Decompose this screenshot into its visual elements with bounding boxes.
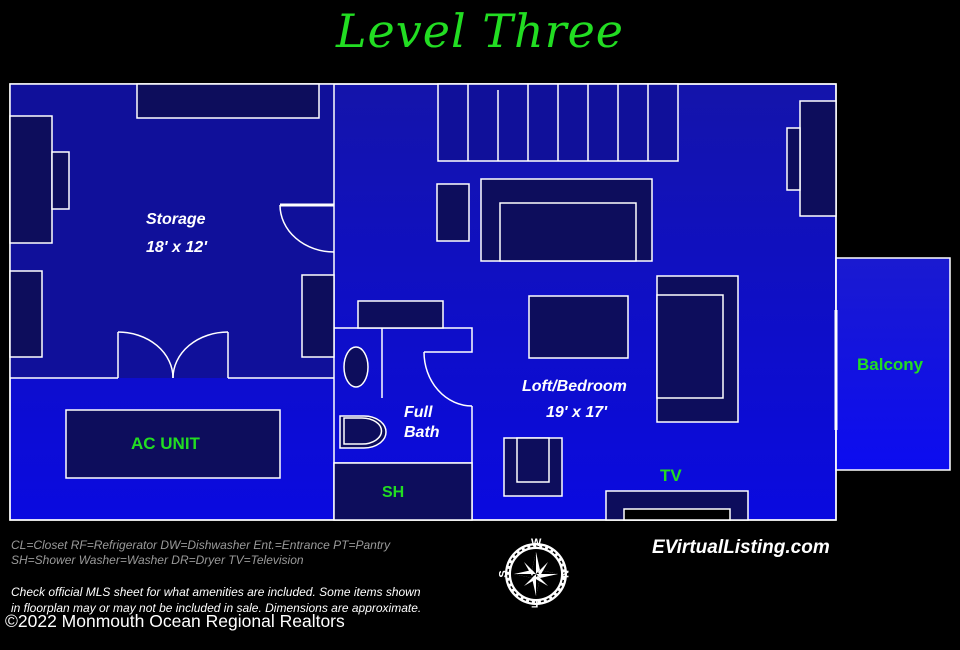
sink <box>343 346 369 388</box>
balcony-area <box>835 257 951 471</box>
balcony-label: Balcony <box>857 355 924 374</box>
bath-fixtures <box>339 346 387 449</box>
ac-unit-box <box>65 409 281 479</box>
side-table <box>436 183 470 242</box>
tv-screen <box>623 508 731 521</box>
abbreviation-legend: CL=Closet RF=Refrigerator DW=Dishwasher … <box>11 538 390 568</box>
room-name-storage: Storage <box>146 211 206 228</box>
armchair-inner <box>516 437 550 483</box>
sofa-inner <box>499 202 637 262</box>
compass-rose <box>505 543 567 605</box>
window-seat <box>437 83 679 162</box>
furniture <box>9 83 837 521</box>
page-title: Level Three <box>335 4 625 58</box>
disclaimer-line-1: Check official MLS sheet for what amenit… <box>11 585 421 599</box>
compass-north-label: W <box>531 537 542 549</box>
door-swings <box>117 204 473 407</box>
storage-cabinet-right <box>301 274 335 358</box>
ac-unit-label: AC UNIT <box>131 434 200 453</box>
copyright-text: ©2022 Monmouth Ocean Regional Realtors <box>5 611 345 631</box>
storage-cabinet-small <box>51 151 70 210</box>
disclaimer-line-2: in floorplan may or may not be included … <box>11 601 422 615</box>
room-name-bath-line1: Full <box>404 404 433 421</box>
compass-west-label: S <box>497 570 510 578</box>
toilet <box>339 415 387 449</box>
room-name-bath-line2: Bath <box>404 424 440 441</box>
compass-south-label: E <box>531 597 539 609</box>
room-dims-storage: 18' x 12' <box>146 239 207 256</box>
coffee-table <box>528 295 629 359</box>
shower-stall <box>333 462 473 521</box>
dresser-small <box>786 127 801 191</box>
storage-cabinet-lower <box>9 270 43 358</box>
disclaimer: Check official MLS sheet for what amenit… <box>11 584 421 616</box>
compass-east-label: N <box>557 570 570 578</box>
storage-room <box>10 84 334 378</box>
shower-label: SH <box>382 484 405 501</box>
room-dims-loft: 19' x 17' <box>546 404 607 421</box>
room-name-loft: Loft/Bedroom <box>522 378 627 395</box>
vanity <box>357 300 444 329</box>
dresser-right <box>799 100 837 217</box>
storage-shelf-top <box>136 83 320 119</box>
bed-inner <box>656 294 724 399</box>
legend-line-2: SH=Shower Washer=Washer DR=Dryer TV=Tele… <box>11 553 304 567</box>
legend-line-1: CL=Closet RF=Refrigerator DW=Dishwasher … <box>11 538 391 552</box>
storage-cabinet-left <box>9 115 53 244</box>
brand-text: EVirtualListing.com <box>652 537 830 558</box>
tv-label: TV <box>660 466 682 485</box>
